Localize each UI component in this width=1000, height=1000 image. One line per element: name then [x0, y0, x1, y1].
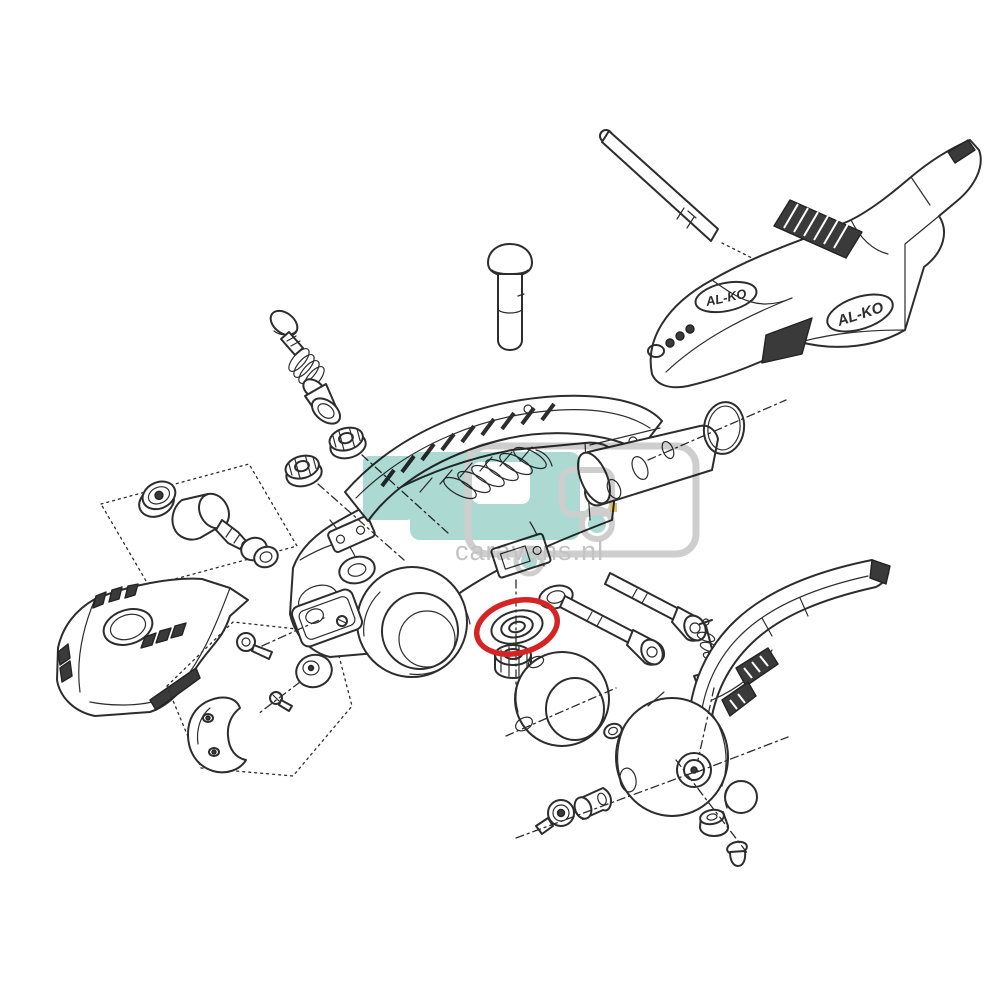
socket-head-bolt-a [559, 595, 666, 666]
watermark-wheel-right [579, 506, 615, 542]
watermark-text: caravans.nl [455, 536, 604, 566]
rubber-grommet [338, 555, 376, 585]
stabilizer-lever [687, 559, 891, 729]
highlighted-washer [490, 609, 544, 645]
grub-screw [269, 691, 293, 712]
roller-bearing-shaft [171, 492, 253, 552]
spacer-rings [240, 536, 279, 569]
watermark-block-left [363, 456, 413, 520]
flange-nut-a [328, 426, 367, 460]
damper-housing [615, 691, 729, 817]
watermark-wheel-left-hub [521, 553, 537, 569]
side-cover-shell [56, 577, 249, 717]
friction-pad-plate [291, 588, 363, 648]
front-ball-cup [356, 566, 468, 678]
cup-washer [138, 480, 177, 518]
small-ring [603, 722, 623, 740]
friction-disc [295, 653, 333, 689]
bearing-kit-dashed-box [100, 463, 298, 587]
flange-nut-b [284, 454, 323, 488]
socket-head-bolt-b [604, 572, 708, 642]
end-cap [724, 780, 758, 814]
socket-screw [535, 799, 575, 835]
countersunk-screw [236, 632, 273, 660]
rivet-plug [726, 840, 748, 867]
clamp-kit-dashed-box [166, 621, 353, 777]
taper-bushing [302, 378, 342, 425]
button-screw-spring-bushing [269, 309, 342, 425]
watermark-block-main [410, 452, 580, 540]
watermark-caravan-outline [464, 442, 700, 558]
long-clevis-pin [599, 129, 769, 267]
watermark-wheel-left [513, 545, 545, 577]
spacer-sleeve [573, 787, 612, 820]
watermark-yellow-accent [610, 503, 617, 512]
soft-touch-handle-cover: AL-KO AL-KO [647, 139, 982, 389]
watermark: caravans.nl [363, 442, 700, 577]
highlight-ellipse [473, 597, 561, 657]
clamp-half-shell [187, 696, 247, 774]
o-ring [702, 401, 746, 455]
ball-socket-cup [514, 651, 610, 747]
watermark-wheel-right-hub [588, 515, 606, 533]
carriage-bolt [487, 243, 533, 351]
